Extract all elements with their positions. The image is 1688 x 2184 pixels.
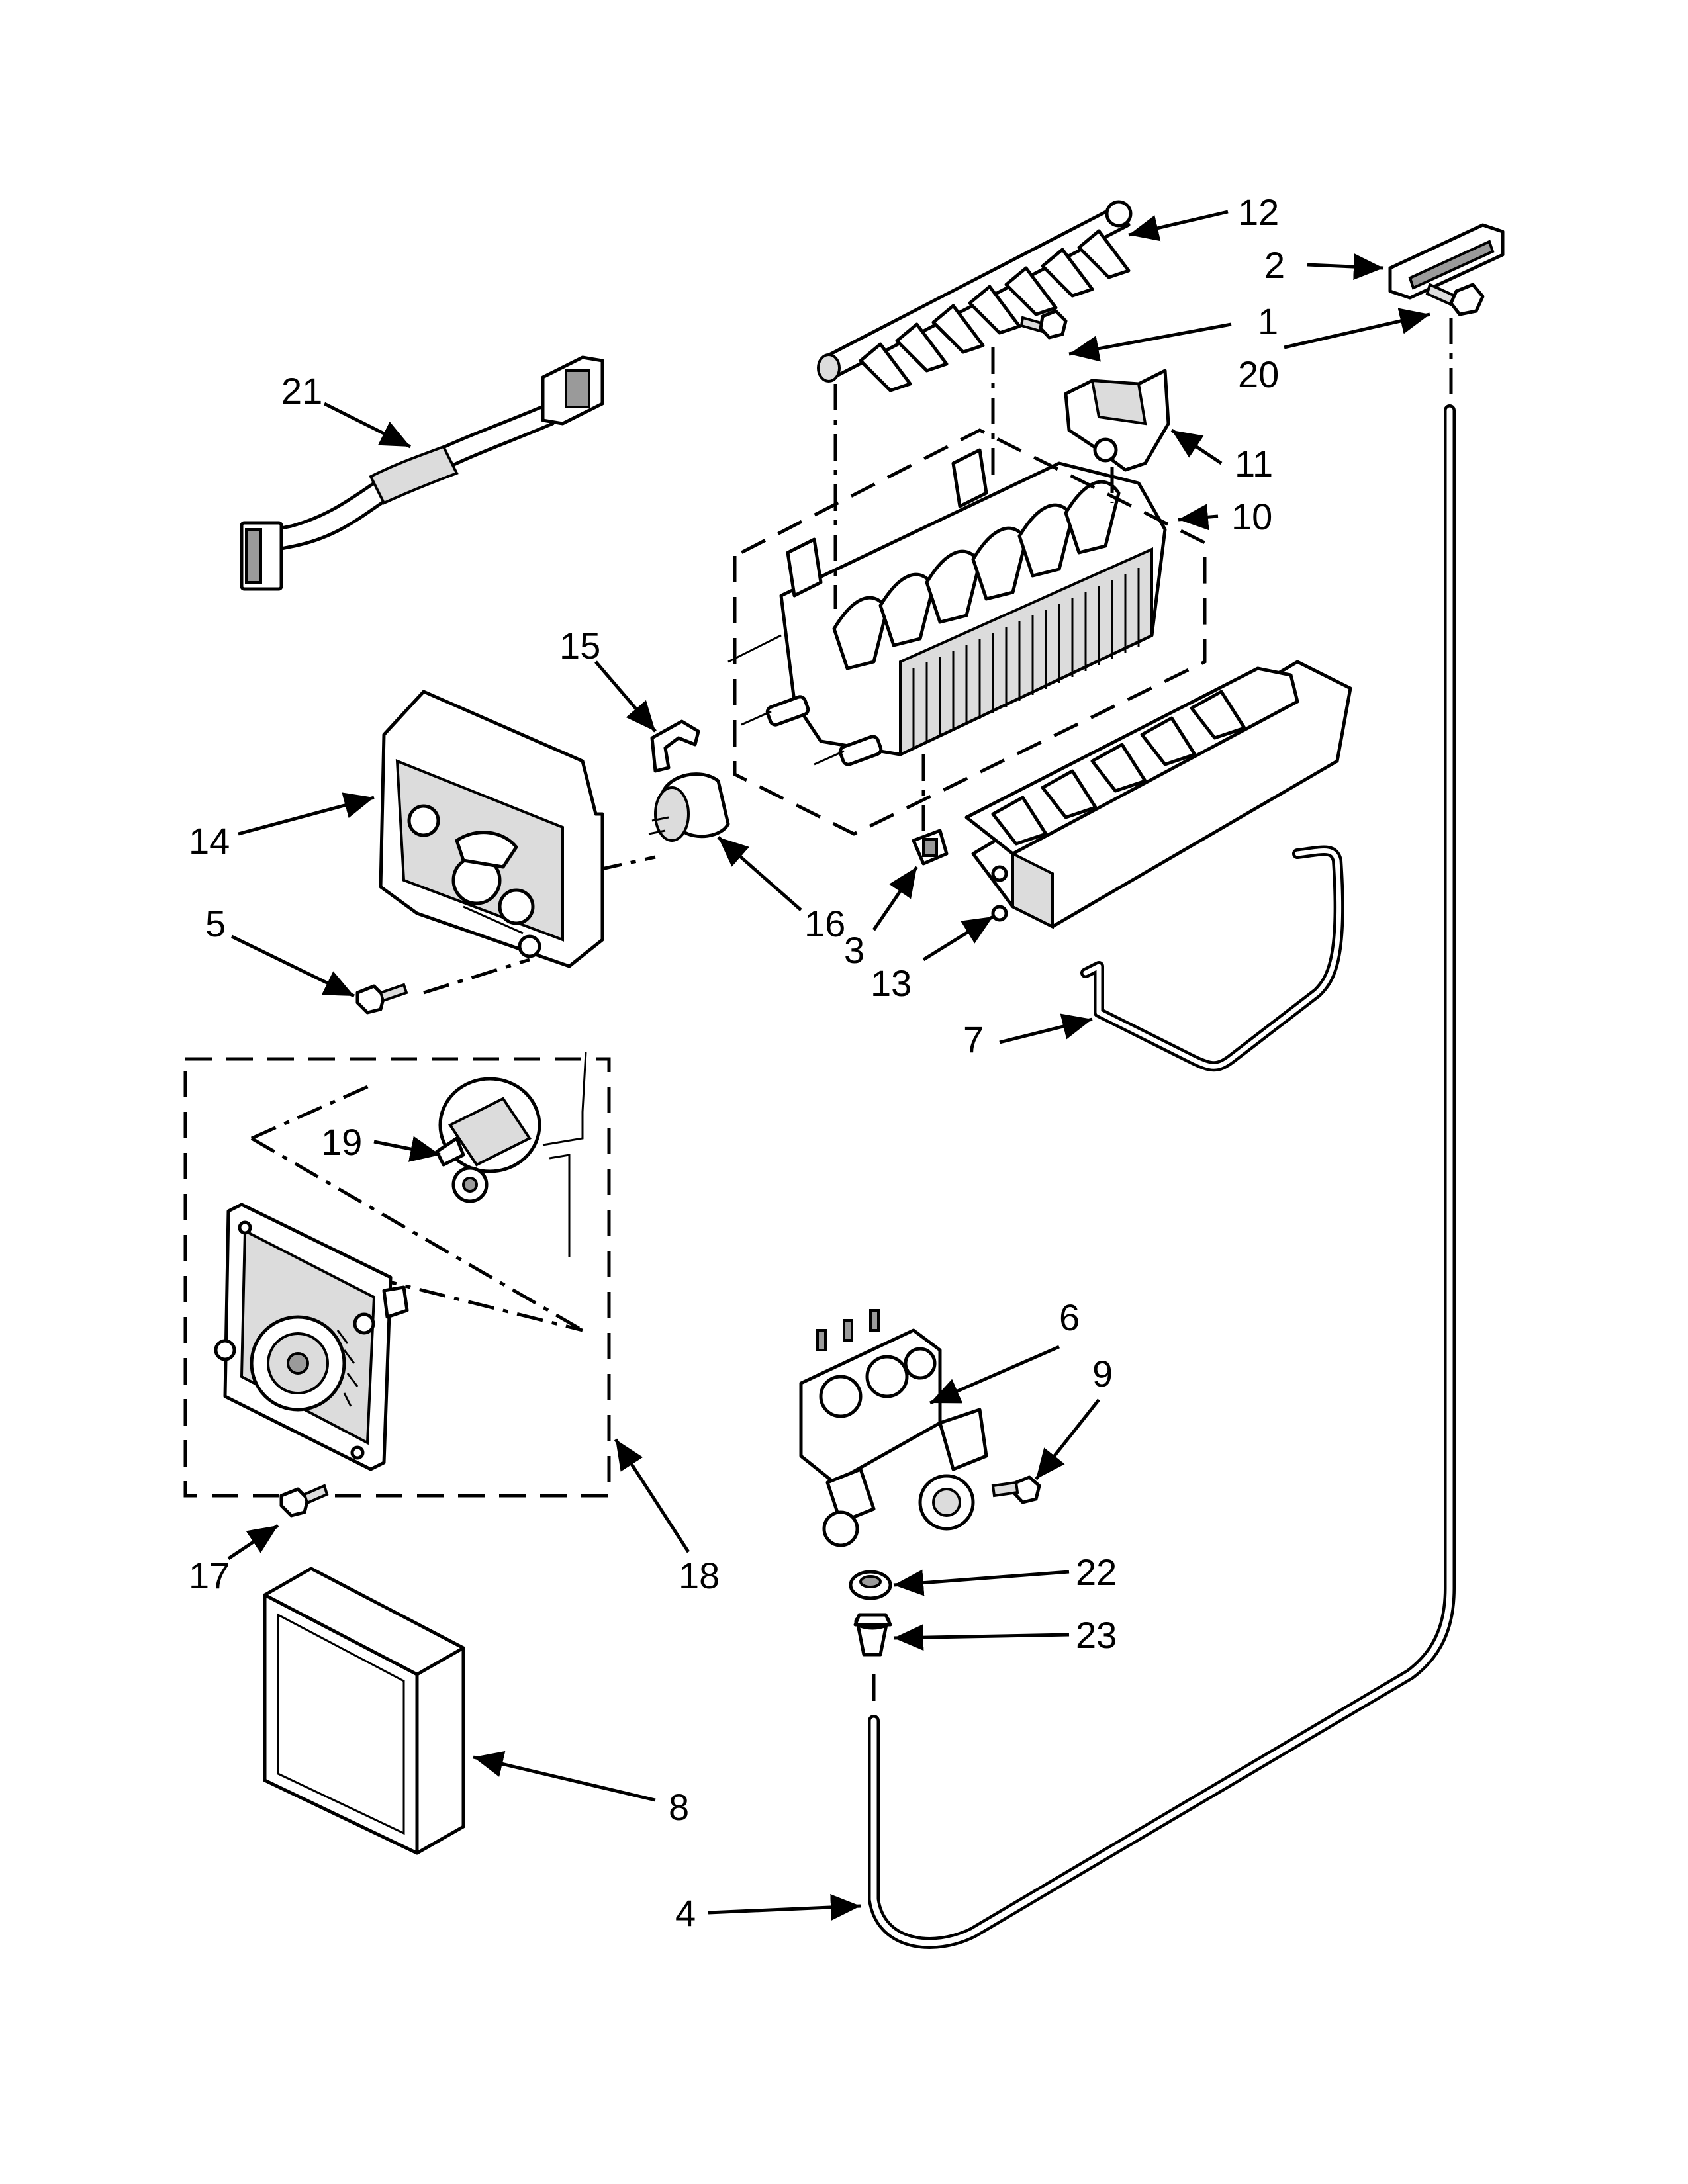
bracket-part-11 [1064,369,1170,472]
wire-harness-part-21 [240,355,604,591]
callout-18: 18 [679,1555,720,1596]
ejector-part-12 [817,200,1133,392]
callout-1: 1 [1258,300,1278,342]
callout-20: 20 [1238,353,1279,395]
callout-2: 2 [1264,244,1285,286]
shutoff-arm-part-7 [1080,845,1344,1072]
callout-15: 15 [559,625,600,666]
callout-17: 17 [189,1555,230,1596]
callout-8: 8 [669,1786,689,1828]
callout-16: 16 [804,903,845,944]
callout-6: 6 [1059,1297,1080,1338]
motor-assembly-box-part-18 [183,1057,611,1498]
screw-part-1 [1019,309,1068,340]
clamp-part-22 [849,1570,892,1600]
bracket-part-2 [1388,223,1505,300]
callout-10: 10 [1231,496,1272,537]
callout-11: 11 [1235,443,1273,484]
fitting-part-23 [853,1613,892,1657]
cover-part-8 [263,1567,465,1855]
water-valve-part-6 [799,1309,988,1547]
callout-9: 9 [1092,1353,1113,1394]
callout-21: 21 [281,370,322,412]
clip-part-15 [650,719,700,773]
screw-part-20 [1425,283,1485,316]
leader-arrows [227,210,1430,1921]
callout-19: 19 [321,1121,362,1163]
screw-part-17 [279,1484,329,1518]
callout-4: 4 [675,1892,696,1934]
thermostat-part-16 [648,772,730,842]
housing-part-14 [379,690,604,968]
ice-stripper-part-13 [964,660,1352,929]
screw-part-9 [991,1475,1041,1504]
callout-5: 5 [205,903,226,944]
callout-7: 7 [963,1019,984,1060]
ice-mold-part-10 [727,448,1167,766]
callout-3: 3 [844,929,865,971]
callout-23: 23 [1076,1614,1117,1656]
callout-14: 14 [189,820,230,862]
water-tube-part-4 [868,404,1456,1949]
callout-12: 12 [1238,191,1279,233]
screw-part-5 [355,983,408,1015]
callout-13: 13 [870,962,912,1004]
motor-plate [214,1203,409,1471]
motor-part-19 [435,1052,587,1257]
assembly-lines [250,318,1453,1707]
callout-22: 22 [1076,1551,1117,1593]
ice-mold-outline-dashed [733,428,1207,836]
clip-part-3 [912,829,949,866]
